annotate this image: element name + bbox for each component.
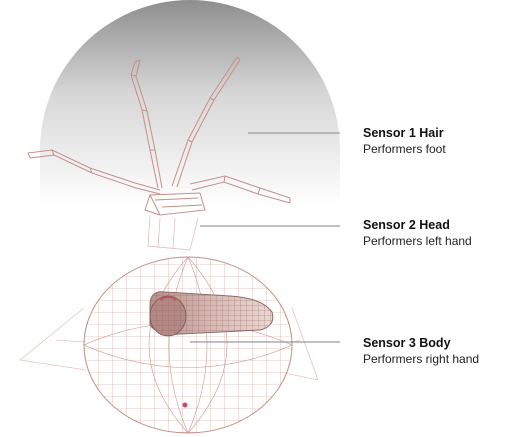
dome-background [40, 0, 340, 206]
sensor-marker [183, 403, 188, 408]
body-wireframe-sphere [20, 257, 318, 437]
sensor-1-label: Sensor 1 Hair Performers foot [363, 125, 503, 157]
sensor-2-title: Sensor 2 Head [363, 217, 503, 233]
sensor-3-title: Sensor 3 Body [363, 335, 503, 351]
connecting-wireframe [148, 215, 198, 250]
sensor-1-title: Sensor 1 Hair [363, 125, 503, 141]
sensor-3-label: Sensor 3 Body Performers right hand [363, 335, 503, 367]
sensor-2-label: Sensor 2 Head Performers left hand [363, 217, 503, 249]
sensor-1-subtitle: Performers foot [363, 141, 503, 157]
sensor-2-subtitle: Performers left hand [363, 233, 503, 249]
sensor-3-subtitle: Performers right hand [363, 351, 503, 367]
